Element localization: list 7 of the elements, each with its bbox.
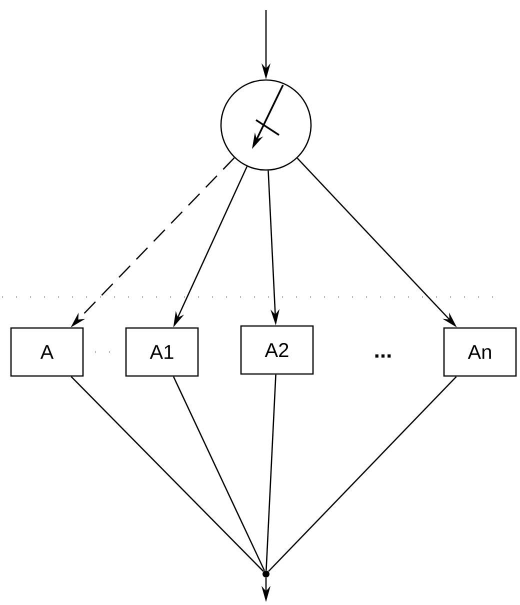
process-box: An xyxy=(443,327,517,377)
ellipsis-label: ... xyxy=(375,354,391,358)
process-box: A xyxy=(10,327,84,377)
node-circle xyxy=(220,79,312,171)
process-box: A1 xyxy=(125,327,199,377)
junction-dot xyxy=(262,570,270,578)
process-box: A2 xyxy=(240,325,314,375)
